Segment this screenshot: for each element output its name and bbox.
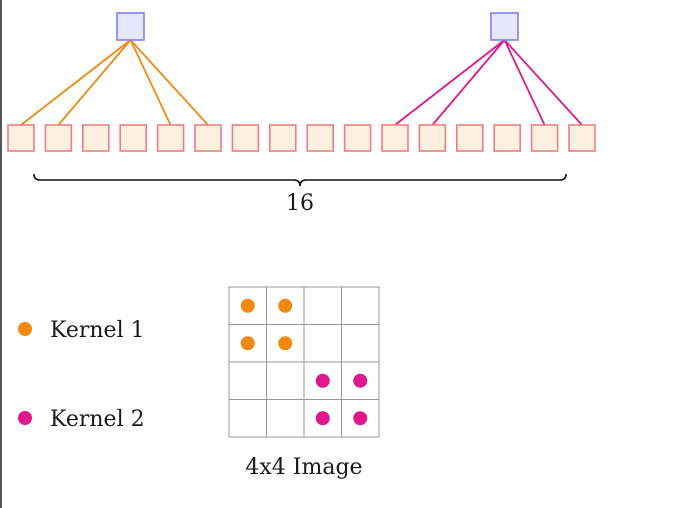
kernel-2-dot: [315, 373, 330, 388]
input-node: [568, 124, 596, 152]
input-node: [82, 124, 110, 152]
output-node-2: [490, 12, 519, 41]
input-node: [381, 124, 409, 152]
input-node: [418, 124, 447, 152]
grid-cell: [228, 399, 267, 438]
input-nodes: [7, 124, 596, 152]
input-count-label: 16: [286, 191, 314, 216]
kernel-2-edge: [503, 39, 546, 126]
kernel-2-edge: [503, 39, 583, 126]
input-node: [306, 124, 335, 152]
kernel-dots: [240, 298, 368, 426]
kernel-1-edge: [20, 39, 132, 126]
grid-cell: [303, 399, 342, 438]
image-grid: [228, 286, 380, 438]
legend-label-kernel-1: Kernel 1: [50, 318, 145, 343]
kernel-1-edge: [129, 39, 209, 126]
input-node: [493, 124, 522, 152]
input-node: [119, 124, 147, 152]
image-caption: 4x4 Image: [245, 455, 362, 480]
grid-cell: [266, 399, 305, 438]
kernel-1-edge: [129, 39, 172, 126]
kernel-2-dot: [353, 373, 368, 388]
kernel-1-dot: [278, 336, 293, 351]
input-node: [231, 124, 260, 152]
input-node: [268, 124, 297, 152]
input-node: [194, 124, 222, 152]
kernel-1-dot: [240, 336, 255, 351]
kernel-2-dot: [353, 411, 368, 426]
kernel-2-edge: [394, 39, 506, 126]
input-node: [343, 124, 372, 152]
connection-lines: [20, 39, 583, 126]
input-node: [7, 124, 35, 152]
input-node: [530, 124, 559, 152]
kernel-2-edge: [431, 39, 506, 126]
grid-cell: [303, 286, 342, 325]
legend-dot-kernel-2: [18, 411, 32, 425]
kernel-1-dot: [278, 298, 293, 313]
input-node: [156, 124, 185, 152]
grid-cell: [303, 324, 342, 363]
grid-cell: [341, 324, 380, 363]
legend-label-kernel-2: Kernel 2: [50, 407, 145, 432]
output-nodes: [116, 12, 519, 41]
kernel-2-dot: [315, 411, 330, 426]
grid-cell: [228, 361, 267, 400]
kernel-1-edge: [57, 39, 132, 126]
input-node: [44, 124, 73, 152]
legend-dot-kernel-1: [18, 322, 32, 336]
kernel-1-dot: [240, 298, 255, 313]
input-brace: [33, 173, 567, 187]
legend: Kernel 1 Kernel 2: [18, 318, 145, 432]
grid-cell: [266, 361, 305, 400]
left-border: [0, 0, 2, 508]
output-node-1: [116, 12, 145, 41]
input-node: [455, 124, 484, 152]
grid-cell: [341, 286, 380, 325]
